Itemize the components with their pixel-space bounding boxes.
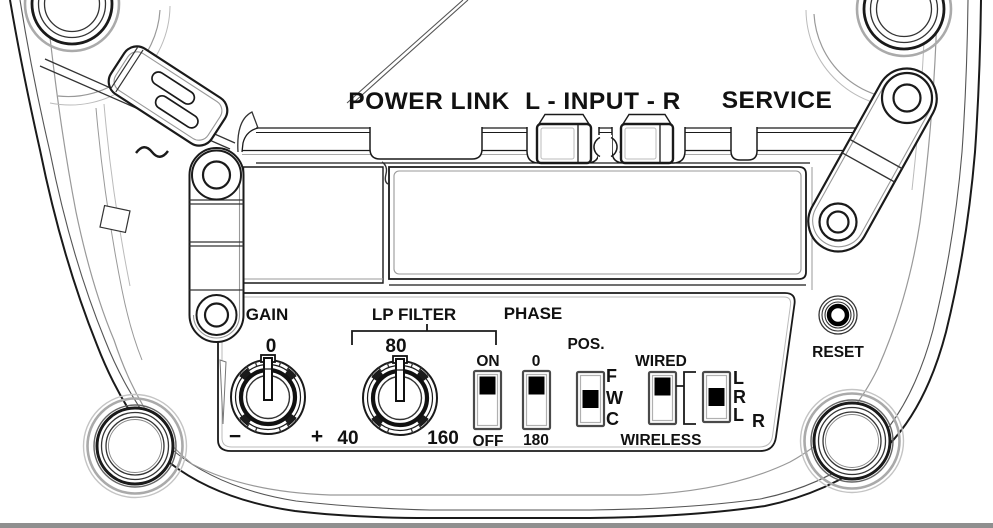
phase-label: PHASE bbox=[504, 304, 563, 323]
gain-scale-max: + bbox=[311, 425, 323, 448]
phase-top-label: 0 bbox=[532, 353, 541, 370]
input-center-notch bbox=[593, 135, 618, 160]
foot-bottom-right bbox=[799, 388, 905, 494]
gain-scale-min: − bbox=[229, 425, 241, 448]
terminal-recess bbox=[242, 161, 813, 290]
recess-left-compartment bbox=[242, 166, 384, 284]
position-option-c: C bbox=[606, 409, 619, 429]
channel-option-l-top: L bbox=[733, 368, 744, 388]
lp-switch-on-label: ON bbox=[476, 353, 499, 370]
power-link-label: POWER LINK bbox=[348, 88, 510, 115]
lp-filter-bracket bbox=[351, 324, 497, 345]
phase-bottom-label: 180 bbox=[523, 432, 549, 449]
reset-label: RESET bbox=[812, 344, 864, 361]
mains-connector[interactable] bbox=[103, 41, 233, 152]
power-link-socket[interactable] bbox=[369, 127, 483, 160]
position-label: POS. bbox=[567, 336, 604, 353]
service-socket[interactable] bbox=[730, 127, 758, 161]
channel-extra-r: R bbox=[752, 411, 765, 431]
control-panel: GAIN 0 − + LP FILTER 80 40 160 ON OFF PH… bbox=[217, 292, 796, 452]
input-plug-left[interactable] bbox=[535, 113, 593, 165]
channel-switch[interactable] bbox=[701, 370, 732, 424]
foot-top-right bbox=[855, 0, 953, 58]
left-wall-notch bbox=[99, 204, 131, 234]
mains-symbol-icon bbox=[135, 146, 169, 158]
channel-option-l-bottom: L bbox=[733, 405, 744, 425]
lp-filter-scale-max: 160 bbox=[427, 428, 459, 449]
right-cable-clamp-arm[interactable] bbox=[807, 67, 938, 253]
lp-filter-scale-min: 40 bbox=[337, 428, 358, 449]
lid-edge bbox=[346, 0, 469, 105]
phase-switch[interactable] bbox=[521, 369, 552, 431]
left-cable-clamp-arm[interactable] bbox=[188, 147, 245, 343]
foot-top-left bbox=[23, 0, 121, 53]
connection-switch[interactable] bbox=[647, 370, 678, 426]
recess-main-compartment bbox=[388, 166, 807, 280]
connection-bottom-label: WIRELESS bbox=[621, 432, 702, 449]
reset-button[interactable] bbox=[818, 295, 858, 335]
gain-label: GAIN bbox=[246, 305, 289, 324]
service-label: SERVICE bbox=[722, 87, 833, 114]
foot-bottom-left bbox=[82, 393, 188, 499]
position-option-f: F bbox=[606, 366, 617, 386]
channel-option-r: R bbox=[733, 387, 746, 407]
channel-bracket bbox=[676, 371, 696, 425]
floor-bar bbox=[0, 523, 993, 528]
gain-scale-top: 0 bbox=[266, 336, 277, 357]
connection-top-label: WIRED bbox=[635, 353, 687, 370]
connector-strip bbox=[237, 111, 878, 165]
lp-filter-label: LP FILTER bbox=[372, 305, 456, 324]
lp-switch-off-label: OFF bbox=[473, 433, 504, 450]
position-switch[interactable] bbox=[575, 370, 606, 428]
lp-filter-scale-top: 80 bbox=[385, 336, 406, 357]
input-label: L - INPUT - R bbox=[525, 88, 681, 115]
position-option-w: W bbox=[606, 388, 623, 408]
lp-filter-switch[interactable] bbox=[472, 369, 503, 431]
input-plug-right[interactable] bbox=[619, 113, 675, 165]
